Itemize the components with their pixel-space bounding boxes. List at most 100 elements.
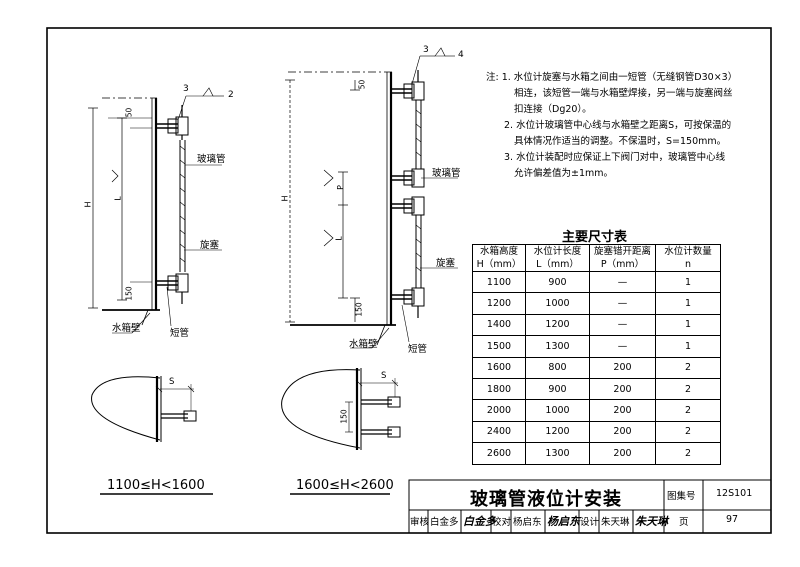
reviewer-name: 白金多 [430,517,459,528]
cell-tank-height: 2400 [472,420,526,444]
right-dim-L: L [334,236,344,241]
page-number: 97 [726,514,739,525]
note-line: 扣连接（Dg20）。 [514,104,592,115]
cell-gauge-count: 2 [655,442,721,465]
cell-tank-height: 1200 [472,292,526,315]
right-range-caption: 1600≤H<2600 [296,478,394,493]
cell-tank-height: 1600 [472,356,526,379]
right-callout-4: 4 [458,50,464,60]
header-line: P（mm） [600,259,645,270]
cell-gauge-length: 900 [525,377,590,401]
cell-tank-height: 1800 [472,377,526,401]
right-callout-3: 3 [423,45,429,55]
cell-cock-offset: — [589,292,656,315]
left-label-tank-wall: 水箱壁 [112,323,141,334]
note-line: 2. 水位计玻璃管中心线与水箱壁之距离S，可按保温的 [504,120,732,131]
cell-cock-offset: 200 [589,356,656,379]
atlas-label: 图集号 [667,491,696,502]
cell-gauge-length: 900 [525,270,590,294]
designer-signature: 朱天琳 [635,515,668,528]
cell-cock-offset: 200 [589,442,656,465]
cell-gauge-count: 2 [655,356,721,379]
header-tank-height: 水箱高度 H（mm） [472,244,526,272]
left-label-short-pipe: 短管 [170,328,190,339]
left-label-cock: 旋塞 [200,240,220,251]
check-label: 校对 [492,517,512,528]
header-line: 水位计数量 [664,246,712,257]
right-section [281,368,401,450]
cell-cock-offset: — [589,313,656,337]
cell-gauge-count: 2 [655,420,721,444]
cell-cock-offset: 200 [589,377,656,401]
left-callout-3: 3 [183,84,189,94]
cell-gauge-count: 1 [655,292,721,315]
note-line: 相连，该短管一端与水箱壁焊接，另一端与旋塞阀丝 [514,88,733,99]
cell-gauge-length: 1300 [525,442,590,465]
cell-tank-height: 2000 [472,399,526,422]
note-line: 注: 1. 水位计旋塞与水箱之间由一短管（无缝钢管D30×3） [486,72,738,83]
left-elevation [88,87,224,334]
cell-gauge-length: 1200 [525,420,590,444]
cell-gauge-length: 1000 [525,399,590,422]
note-line: 具体情况作适当的调整。不保温时，S=150mm。 [514,136,727,147]
right-label-glass-tube: 玻璃管 [432,168,461,179]
design-label: 设计 [580,517,600,528]
header-line: H（mm） [476,259,522,270]
left-dim-H: H [83,201,93,208]
title-block-lines [408,479,772,534]
page-label: 页 [679,517,689,528]
header-line: 水箱高度 [479,246,518,257]
header-line: L（mm） [536,259,579,270]
atlas-number: 12S101 [716,488,753,499]
left-dim-L: L [113,196,123,201]
left-dim-150: 150 [124,286,134,301]
notes-block: 注: 1. 水位计旋塞与水箱之间由一短管（无缝钢管D30×3） 相连，该短管一端… [486,70,737,182]
cell-gauge-length: 1200 [525,313,590,337]
header-cock-offset: 旋塞错开距离 P（mm） [589,244,656,272]
right-label-cock: 旋塞 [436,258,456,269]
right-label-tank-wall: 水箱壁 [349,339,378,350]
cell-gauge-count: 2 [655,399,721,422]
cell-tank-height: 2600 [472,442,526,465]
cell-cock-offset: 200 [589,420,656,444]
cell-gauge-length: 1300 [525,335,590,358]
right-dim-50: 50 [357,79,367,90]
drawing-title: 玻璃管液位计安装 [470,489,622,510]
right-dim-150-section: 150 [339,409,349,424]
checker-signature: 杨启东 [547,515,580,528]
right-dim-P: P [335,185,345,190]
left-callout-2: 2 [228,90,234,100]
designer-name: 朱天琳 [601,517,630,528]
right-label-short-pipe: 短管 [408,344,428,355]
header-line: 旋塞错开距离 [593,246,651,257]
left-section [91,376,197,442]
reviewer-signature: 白金多 [463,515,496,528]
right-elevation [285,47,458,349]
cell-gauge-count: 1 [655,335,721,358]
cell-gauge-length: 1000 [525,292,590,315]
cell-tank-height: 1400 [472,313,526,337]
right-dim-H: H [280,195,290,202]
checker-name: 杨启东 [513,517,542,528]
cell-cock-offset: — [589,335,656,358]
note-line: 允许偏差值为±1mm。 [514,168,614,179]
cell-cock-offset: 200 [589,399,656,422]
left-dim-50: 50 [124,107,134,118]
note-line: 3. 水位计装配时应保证上下阀门对中，玻璃管中心线 [504,152,726,163]
review-label: 审核 [410,517,430,528]
right-dim-S: S [381,371,387,381]
header-line: n [684,259,692,270]
left-label-glass-tube: 玻璃管 [197,154,226,165]
size-table-title: 主要尺寸表 [562,230,628,245]
header-gauge-count: 水位计数量 n [655,244,721,272]
